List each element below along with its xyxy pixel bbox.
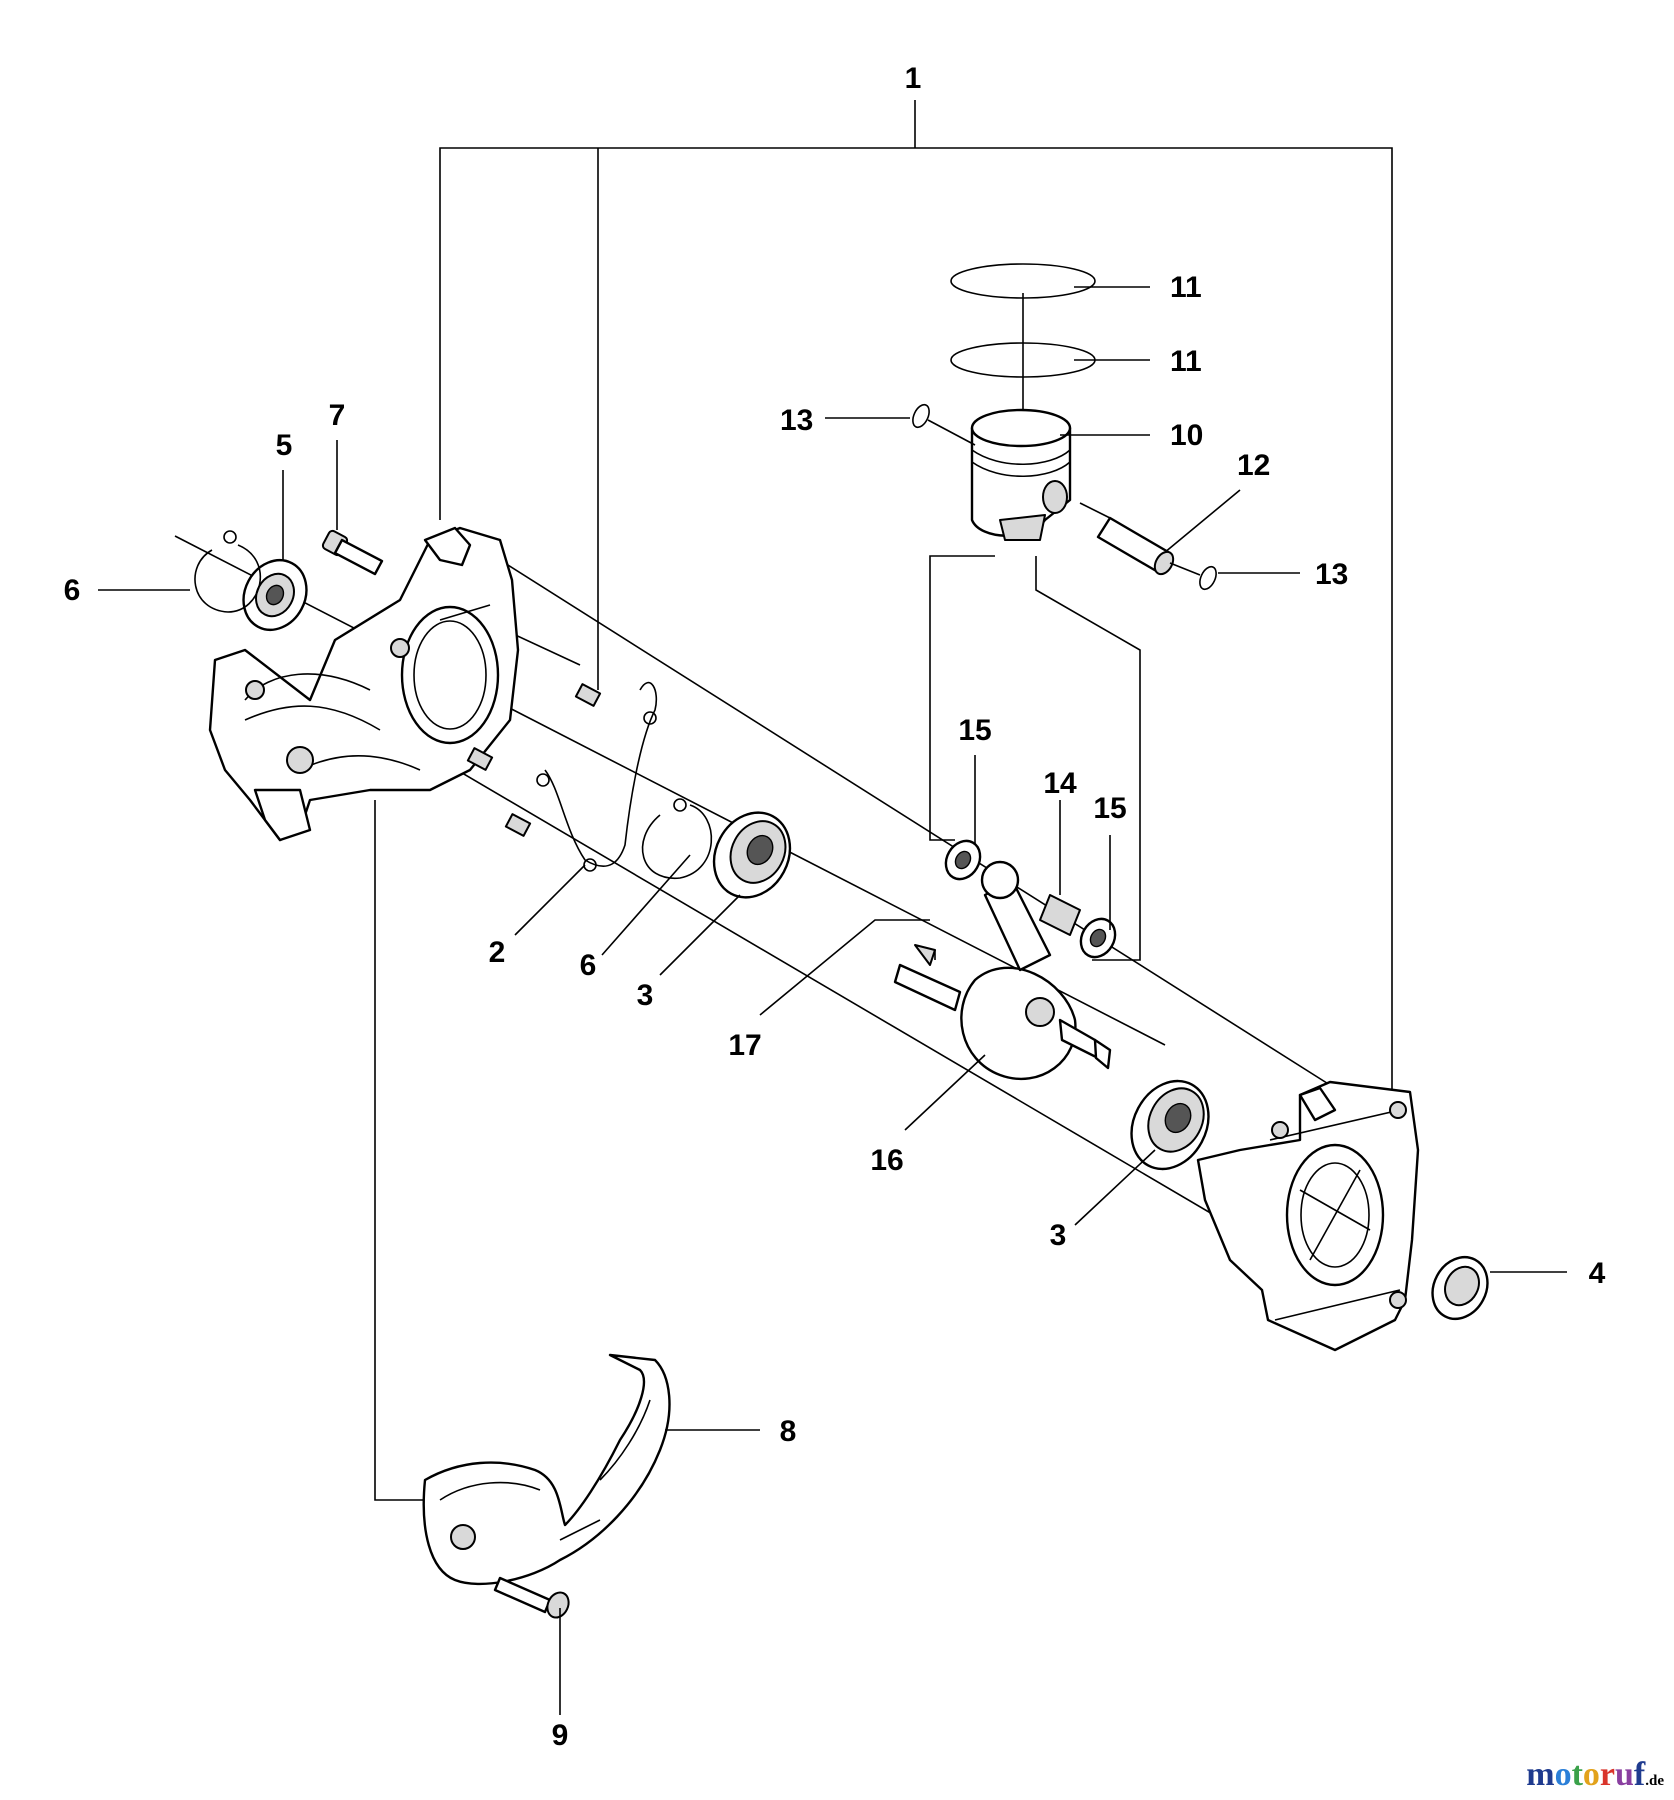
callout-6-left: 6 [64,574,81,607]
bearing-part-3-right [1130,1079,1210,1171]
watermark-letter: r [1599,1756,1615,1793]
callout-14: 14 [1043,767,1077,800]
callout-17: 17 [728,1029,761,1062]
seal-part-5 [242,559,308,631]
gasket-part-2 [536,681,658,872]
watermark-letter: o [1582,1756,1600,1793]
callout-9: 9 [552,1719,569,1752]
watermark-letter: t [1571,1756,1583,1793]
callout-10: 10 [1170,419,1203,452]
callout-11-lower: 11 [1170,345,1202,378]
callout-13-right: 13 [1315,558,1348,591]
right-crankcase [1196,1080,1420,1352]
cover-part-8 [422,1353,671,1586]
watermark-logo: motoruf.de [1526,1756,1664,1794]
piston-part-10 [970,408,1072,541]
callout-1: 1 [905,62,922,95]
callout-11-top: 11 [1170,271,1202,304]
seal-part-4 [1431,1256,1489,1320]
piston-pin-part-12 [1096,516,1175,576]
watermark-letter: u [1615,1756,1634,1793]
watermark-suffix: .de [1645,1773,1664,1789]
watermark-letter: o [1554,1756,1572,1793]
callout-5: 5 [276,429,293,462]
callout-13-left: 13 [780,404,813,437]
callout-3-left: 3 [637,979,654,1012]
callout-7: 7 [329,399,346,432]
circlip-part-6-left [194,530,262,613]
woodruff-key-part-17 [914,944,936,966]
watermark-letter: m [1526,1756,1555,1793]
bearing-part-3-left [712,811,792,899]
assembly-bracket [439,100,1393,1090]
callout-16: 16 [870,1144,903,1177]
dowel-pins [466,683,602,837]
callout-12: 12 [1237,449,1270,482]
callout-labels: 1 11 11 13 10 12 13 7 5 6 15 14 15 2 6 3… [64,62,1606,1752]
callout-6-center: 6 [580,949,597,982]
crankshaft-part-16 [893,860,1112,1081]
callout-15-right: 15 [1093,792,1126,825]
callout-4: 4 [1589,1257,1606,1290]
callout-leaders [98,286,1567,1715]
circlip-part-6-center [641,798,713,879]
left-crankcase [208,526,520,842]
bolt-part-7 [321,529,384,576]
callout-8: 8 [780,1415,797,1448]
watermark-letter: f [1633,1756,1646,1793]
callout-15-left: 15 [958,714,991,747]
screw-part-9 [493,1576,570,1619]
washers-and-needle-bearing [944,839,1117,959]
callout-2: 2 [489,936,506,969]
callout-3-right: 3 [1050,1219,1067,1252]
piston-circlips [912,403,1217,591]
